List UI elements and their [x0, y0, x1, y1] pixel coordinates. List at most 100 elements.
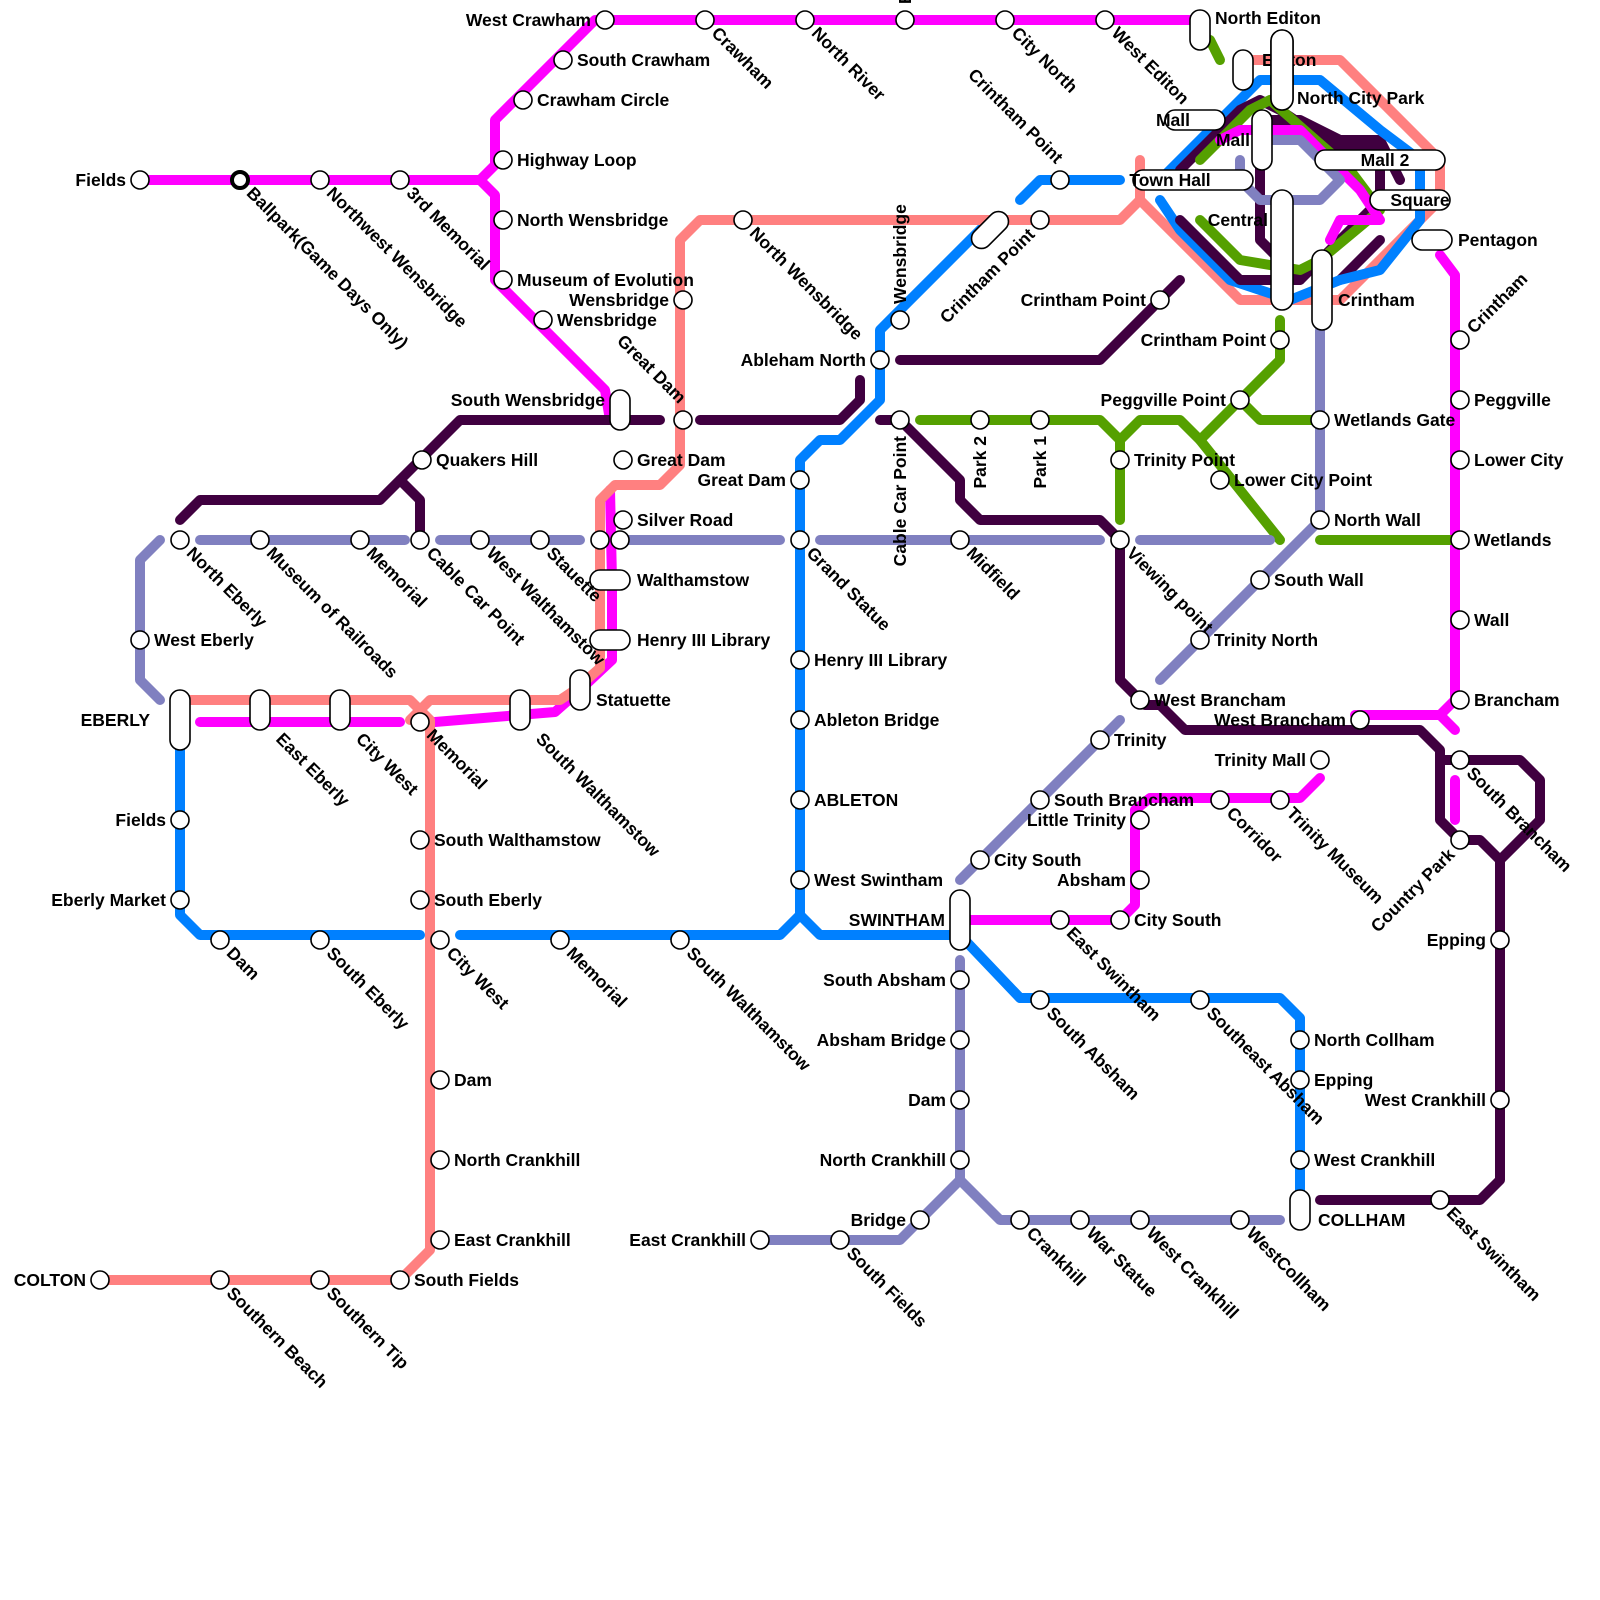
station[interactable]: South Absham [1031, 991, 1144, 1104]
station[interactable]: Grand Statue [791, 531, 895, 635]
interchange-marker[interactable] [250, 690, 270, 730]
station[interactable] [611, 531, 629, 549]
station-marker[interactable] [1131, 811, 1149, 829]
interchange-marker[interactable] [610, 390, 630, 430]
station-marker[interactable] [251, 531, 269, 549]
station-marker[interactable] [431, 1231, 449, 1249]
interchange-marker[interactable] [950, 890, 970, 950]
station-marker[interactable] [494, 151, 512, 169]
interchange-station[interactable]: EBERLY [81, 690, 190, 750]
station-marker[interactable] [831, 1231, 849, 1249]
station-marker[interactable] [891, 411, 909, 429]
interchange-marker[interactable] [170, 690, 190, 750]
station-marker[interactable] [1091, 731, 1109, 749]
station-marker[interactable] [1251, 571, 1269, 589]
station-marker[interactable] [554, 51, 572, 69]
station-marker[interactable] [1131, 1211, 1149, 1229]
station-marker[interactable] [791, 711, 809, 729]
station-marker[interactable] [614, 511, 632, 529]
station-marker[interactable] [596, 11, 614, 29]
station-marker[interactable] [391, 171, 409, 189]
station-marker[interactable] [1131, 691, 1149, 709]
station-marker[interactable] [1291, 1151, 1309, 1169]
interchange-station[interactable]: Statuette [570, 670, 671, 710]
interchange-marker[interactable] [570, 670, 590, 710]
station[interactable]: North Crankhill [820, 1150, 969, 1170]
station-marker[interactable] [1451, 531, 1469, 549]
station[interactable]: Eberly Market [51, 890, 189, 910]
station-marker[interactable] [1111, 911, 1129, 929]
station-marker[interactable] [534, 311, 552, 329]
station-marker[interactable] [131, 171, 149, 189]
station-marker[interactable] [1231, 391, 1249, 409]
station-marker[interactable] [1271, 791, 1289, 809]
station[interactable]: Epping [1291, 1070, 1373, 1090]
station-marker[interactable] [971, 851, 989, 869]
station[interactable]: North Crankhill [431, 1150, 580, 1170]
station[interactable]: Henry III Library [791, 650, 948, 670]
station[interactable]: Crintham Point [1141, 330, 1289, 350]
station-marker[interactable] [1491, 1091, 1509, 1109]
station-marker[interactable] [951, 1031, 969, 1049]
station-marker[interactable] [1451, 451, 1469, 469]
station-marker[interactable] [551, 931, 569, 949]
station[interactable]: Cable Car Point [890, 411, 910, 566]
station-marker[interactable] [871, 351, 889, 369]
station[interactable]: Lower City [1451, 450, 1564, 470]
station[interactable]: Fields [75, 170, 149, 190]
station[interactable]: West Crankhill [1131, 1211, 1243, 1323]
interchange-station[interactable]: Mall 2 [1315, 150, 1445, 170]
station-marker[interactable] [791, 531, 809, 549]
station[interactable]: Peggville [1451, 390, 1551, 410]
station-marker[interactable] [1031, 411, 1049, 429]
station-marker[interactable] [1031, 791, 1049, 809]
station[interactable]: Crintham Point [964, 64, 1069, 189]
station[interactable]: Wall [1451, 610, 1509, 630]
station-marker[interactable] [411, 713, 429, 731]
station[interactable]: West Swintham [791, 870, 943, 890]
station-marker[interactable] [1031, 991, 1049, 1009]
station[interactable]: Trinity Museum [1271, 791, 1388, 908]
station-marker[interactable] [1051, 911, 1069, 929]
station[interactable]: Museum of Evolution [494, 270, 694, 290]
station-marker[interactable] [311, 171, 329, 189]
interchange-station[interactable]: City West [330, 690, 423, 799]
interchange-station[interactable]: Mall [1156, 110, 1225, 130]
station-marker[interactable] [674, 411, 692, 429]
station[interactable]: South Walthamstow [671, 931, 815, 1075]
station-marker[interactable] [734, 211, 752, 229]
station[interactable]: Wetlands Gate [1311, 410, 1456, 430]
station-marker[interactable] [911, 1211, 929, 1229]
station-marker[interactable] [1431, 1191, 1449, 1209]
station[interactable]: Park 1 [1030, 411, 1050, 489]
station-marker[interactable] [796, 11, 814, 29]
station-marker[interactable] [1151, 291, 1169, 309]
station-marker[interactable] [1271, 331, 1289, 349]
station[interactable]: South Crawham [554, 50, 710, 70]
station[interactable]: Fields [115, 810, 189, 830]
interchange-marker[interactable] [1290, 1190, 1310, 1230]
station[interactable]: Wetlands [1451, 530, 1552, 550]
station-marker[interactable] [1311, 411, 1329, 429]
station[interactable]: Silver Road [614, 510, 733, 530]
station[interactable]: West Crankhill [1291, 1150, 1435, 1170]
station-marker[interactable] [1491, 931, 1509, 949]
interchange-station[interactable]: Square [1370, 190, 1450, 210]
station[interactable]: Brancham [1451, 690, 1560, 710]
station-marker[interactable] [611, 531, 629, 549]
station-marker[interactable] [471, 531, 489, 549]
station[interactable]: South Fields [831, 1231, 931, 1331]
station-marker[interactable] [1096, 11, 1114, 29]
station[interactable]: Wensbridge [569, 290, 692, 310]
station[interactable]: Ableton Bridge [791, 710, 940, 730]
station[interactable]: Great Dam [614, 450, 726, 470]
station-marker[interactable] [1111, 531, 1129, 549]
interchange-station[interactable]: SWINTHAM [849, 890, 970, 950]
station[interactable]: South Walthamstow [411, 830, 601, 850]
station-marker[interactable] [411, 891, 429, 909]
station-marker[interactable] [791, 791, 809, 809]
station[interactable]: Epping [1427, 930, 1509, 950]
station-marker[interactable] [1211, 471, 1229, 489]
station-marker[interactable] [791, 871, 809, 889]
station-marker[interactable] [211, 931, 229, 949]
